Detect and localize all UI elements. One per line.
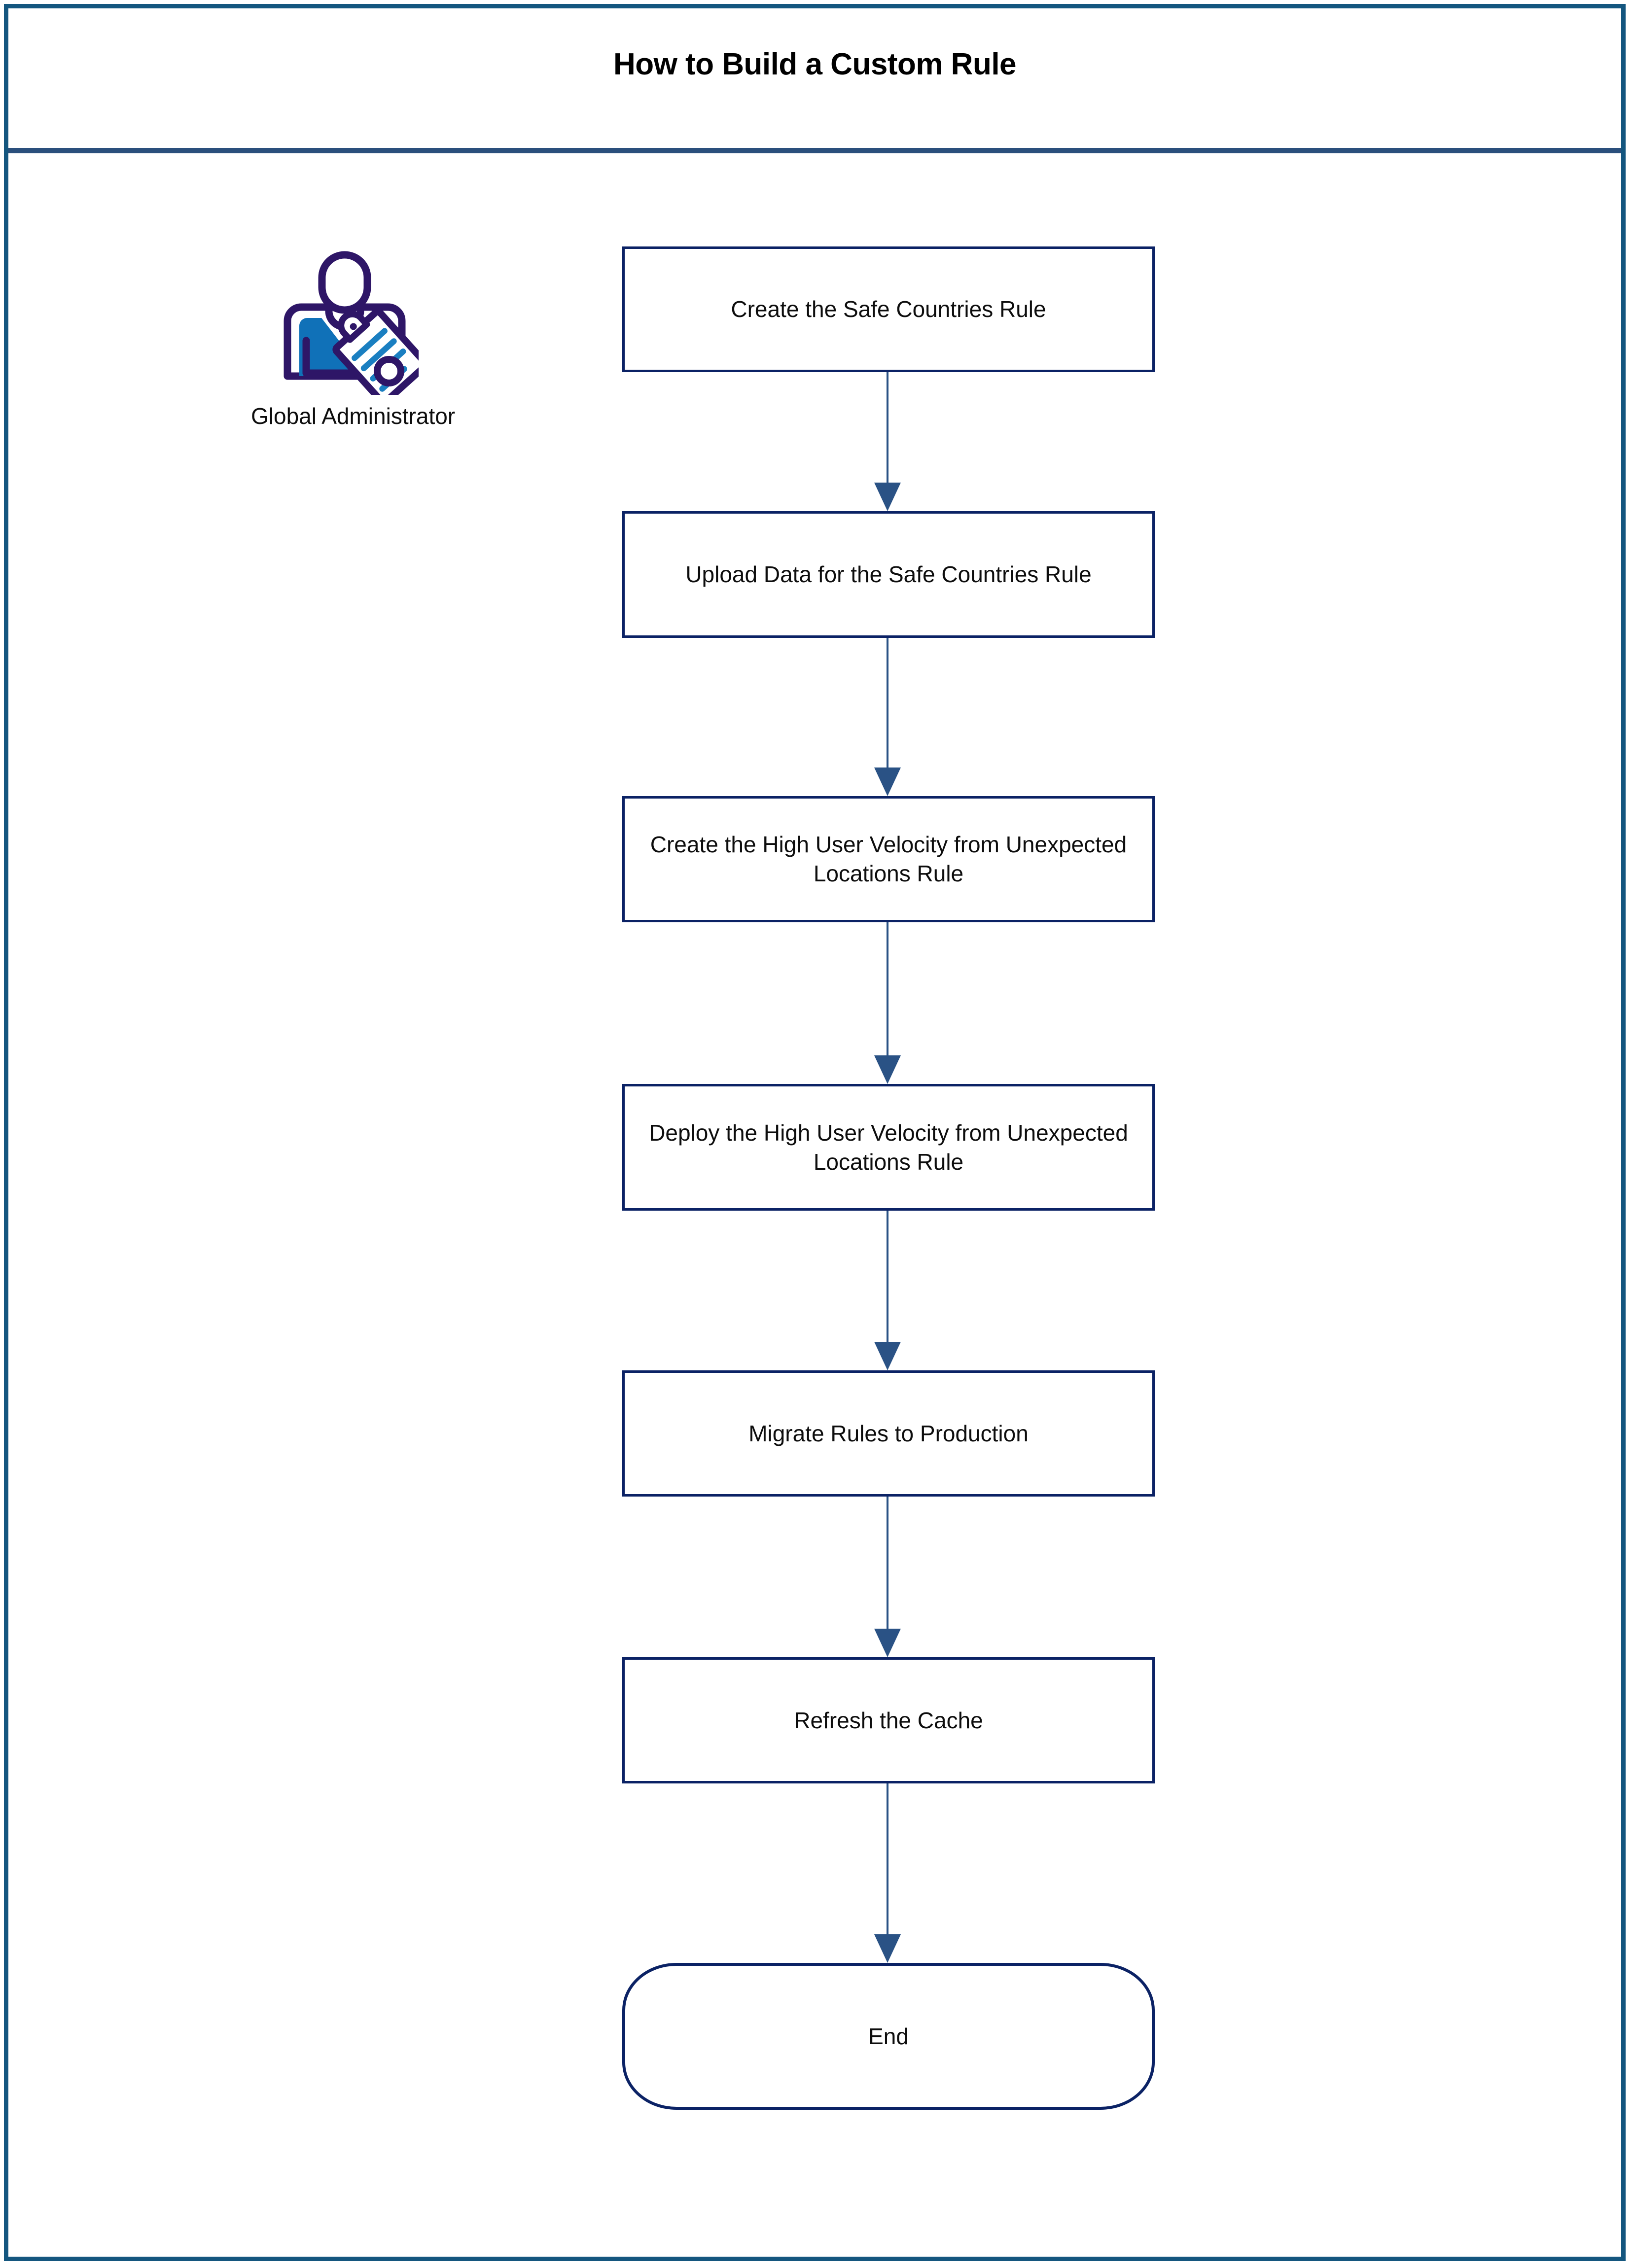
arrowhead-n4-n5 xyxy=(874,1342,901,1370)
flow-node-deploy-high-user-velocity-rule[interactable]: Deploy the High User Velocity from Unexp… xyxy=(622,1084,1155,1211)
arrowhead-n5-n6 xyxy=(874,1629,901,1657)
arrowhead-n2-n3 xyxy=(874,768,901,796)
connector-n5-n6 xyxy=(887,1497,888,1629)
title-bar: How to Build a Custom Rule xyxy=(8,8,1621,148)
connector-n3-n4 xyxy=(887,922,888,1055)
flow-node-label: Create the Safe Countries Rule xyxy=(731,296,1046,322)
flow-node-create-high-user-velocity-rule[interactable]: Create the High User Velocity from Unexp… xyxy=(622,796,1155,922)
flow-node-label: Refresh the Cache xyxy=(794,1707,983,1733)
flow-node-label: End xyxy=(868,2023,909,2049)
flow-node-upload-data-safe-countries-rule[interactable]: Upload Data for the Safe Countries Rule xyxy=(622,511,1155,638)
actor-label: Global Administrator xyxy=(251,403,456,429)
flow-node-label: Create the High User Velocity from Unexp… xyxy=(650,832,1127,886)
flow-node-migrate-rules-to-production[interactable]: Migrate Rules to Production xyxy=(622,1370,1155,1497)
administrator-with-clipboard-icon xyxy=(284,251,419,395)
flow-node-refresh-the-cache[interactable]: Refresh the Cache xyxy=(622,1657,1155,1783)
flowchart-canvas: Global Administrator Create the Safe Cou… xyxy=(8,153,1621,2261)
flow-node-label: Upload Data for the Safe Countries Rule xyxy=(685,561,1092,588)
flow-node-create-safe-countries-rule[interactable]: Create the Safe Countries Rule xyxy=(622,246,1155,372)
actor-global-administrator: Global Administrator xyxy=(251,247,456,429)
connector-n6-n7 xyxy=(887,1783,888,1934)
connector-n1-n2 xyxy=(887,372,888,483)
page-title: How to Build a Custom Rule xyxy=(613,47,1017,81)
flow-node-label: Deploy the High User Velocity from Unexp… xyxy=(649,1119,1128,1175)
flow-node-end[interactable]: End xyxy=(622,1963,1155,2110)
arrowhead-n1-n2 xyxy=(874,483,901,511)
connector-n2-n3 xyxy=(887,638,888,768)
arrowhead-n3-n4 xyxy=(874,1055,901,1084)
arrowhead-n6-n7 xyxy=(874,1934,901,1963)
title-divider xyxy=(8,148,1621,153)
connector-n4-n5 xyxy=(887,1211,888,1342)
diagram-frame: How to Build a Custom Rule xyxy=(4,4,1626,2261)
flow-node-label: Migrate Rules to Production xyxy=(748,1420,1029,1446)
